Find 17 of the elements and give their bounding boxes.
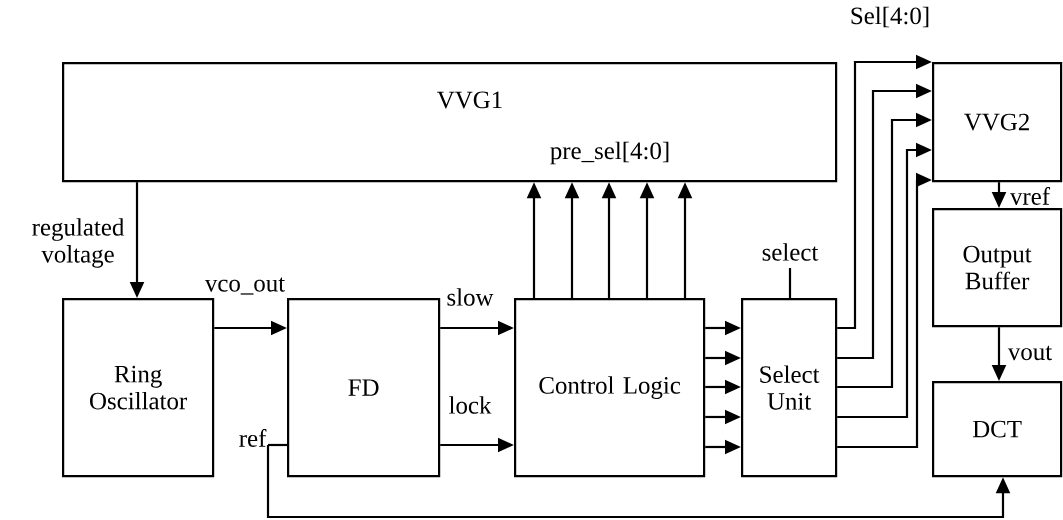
signal-label: vref [1009,187,1051,205]
block-box: Ring Oscillator [62,298,215,478]
signal-label: lock [449,396,492,414]
signal-label: ref [239,429,267,447]
block-box: FD [287,298,441,478]
block-box: DCT [932,381,1063,478]
bus-label: Sel[4:0] [851,6,929,28]
signal-label: regulated voltage [32,218,125,268]
signal-label: slow [447,288,494,306]
signal-label: select [762,243,819,261]
block-box: Select Unit [741,298,838,478]
block-box: Control Logic [514,298,706,478]
signal-label: vout [1007,345,1052,361]
block-box: VVG2 [932,62,1063,183]
signal-label: vco_out [204,277,285,295]
block-box: Output Buffer [932,208,1063,328]
bus-label: pre_sel[4:0] [550,141,669,165]
